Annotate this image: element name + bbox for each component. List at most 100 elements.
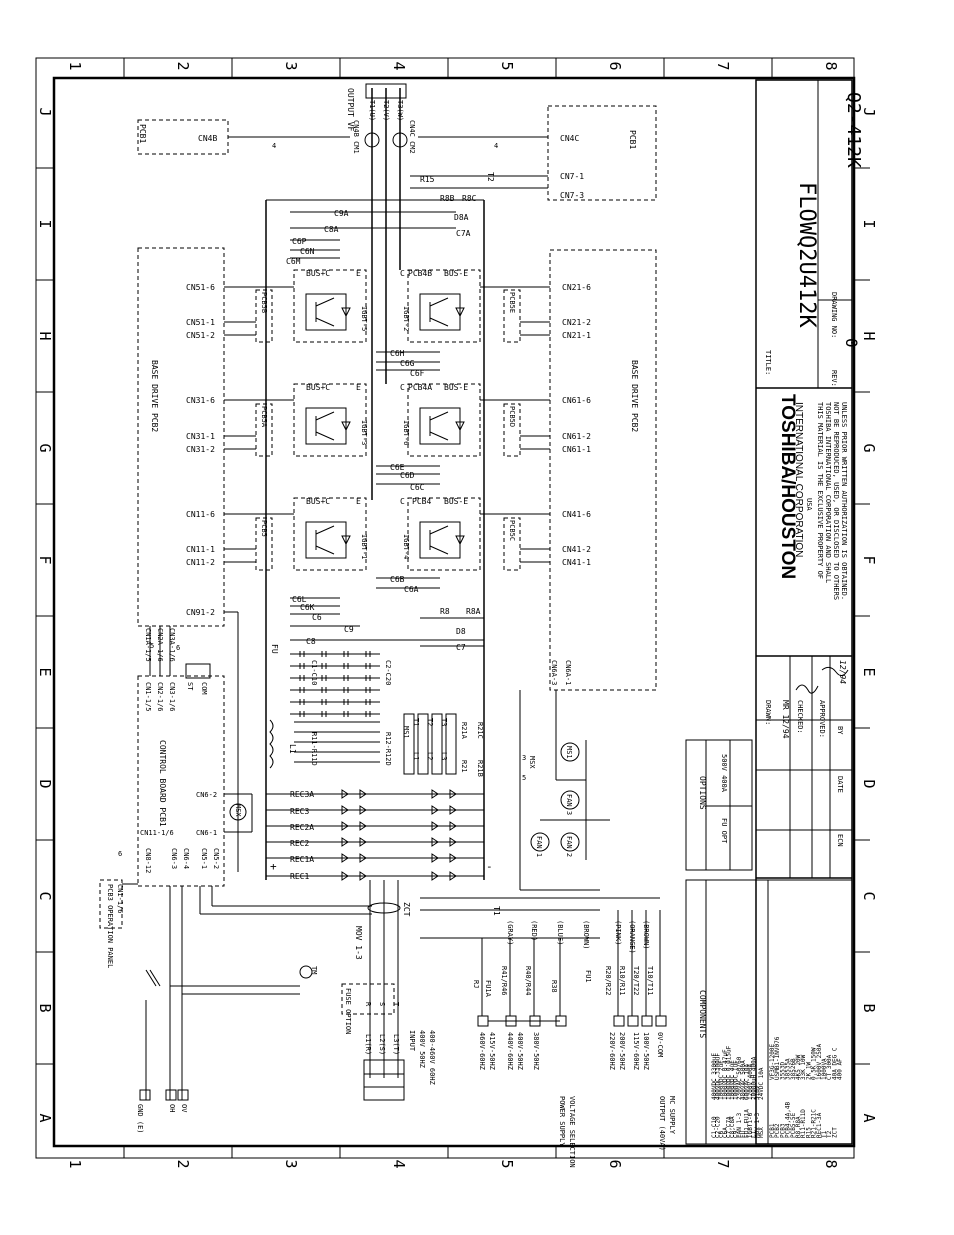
igbt2-label: IGBT-2	[402, 306, 410, 331]
component-ref: C1-C10	[711, 1116, 718, 1138]
c9-label: C9	[344, 625, 354, 634]
com-label: COM	[200, 682, 208, 695]
component-ref: T1	[821, 1130, 828, 1138]
company-name: TOSHIBA/HOUSTON	[777, 394, 798, 579]
igbt4-label: IGBT-4	[402, 534, 410, 559]
c8a-label: C8A	[324, 225, 339, 234]
cn1a: CN1A-1/5	[144, 628, 152, 662]
company-country: USA	[805, 498, 813, 511]
v200: 200V-50HZ	[618, 1032, 626, 1070]
drawing-no-value: Q2-412K	[843, 92, 864, 168]
wire-count-5b: 5	[522, 774, 526, 782]
col-4-bottom: 4	[390, 1159, 408, 1168]
cn6a-3: CN6A-3	[550, 660, 558, 685]
cn91-2: CN91-2	[186, 608, 215, 617]
component-value: 400VDC 3300uF	[715, 1053, 722, 1100]
v0: 0V-COM	[656, 1032, 664, 1057]
cn41-2: CN41-2	[562, 545, 591, 554]
fuse-opt-label: FUSE OPTION	[344, 988, 352, 1034]
rectifier-diode	[341, 821, 349, 831]
pcb4-label: PCB4	[412, 497, 431, 506]
msx-coil: MSX	[528, 756, 536, 769]
c6e-label: C6E	[390, 463, 405, 472]
red-label: (RED)	[530, 920, 538, 941]
fan2-label: FAN 2	[565, 836, 573, 857]
igbt-collector	[315, 525, 335, 535]
component-ref: REC1-3A	[816, 1112, 823, 1138]
t20t22-label: T20/T22	[632, 966, 640, 996]
bus-c-3: BUS+C	[306, 497, 330, 506]
t2v-label: T2(V)	[382, 100, 390, 121]
title-label: TITLE:	[764, 350, 772, 375]
component-ref: ZCT	[831, 1127, 838, 1138]
mov-label: MOV 1-3	[354, 926, 363, 960]
r8a-label: R8A	[466, 607, 481, 616]
row-D-right: D	[860, 779, 878, 788]
rev-value: 0	[842, 338, 861, 348]
cn21-2: CN21-2	[562, 318, 591, 327]
r15-label: R15	[420, 175, 435, 184]
component-value: 510V	[754, 1085, 761, 1100]
r8-label: R8	[440, 607, 450, 616]
wire-count-6b: 6	[118, 850, 122, 858]
row-C-right: C	[860, 891, 878, 900]
pink-label: (PINK)	[614, 920, 622, 945]
ms1-contact	[431, 713, 443, 775]
igbt6-label: IGBT-6	[402, 420, 410, 445]
out-line-1: OUTPUT (40VA)	[658, 1096, 666, 1151]
l1-small: L1	[412, 752, 420, 760]
grid-column-labels: 1 2 3 4 5 6 7 8 1 2 3 4 5 6 7 8	[66, 61, 840, 1168]
rec1-label: REC1	[290, 872, 309, 881]
col-1-top: 1	[66, 61, 84, 70]
pcb3-label: PCB3 OPERATION PANEL	[106, 884, 114, 968]
col-5-bottom: 5	[498, 1159, 516, 1168]
ms1-contact	[417, 713, 429, 775]
d8-label: D8	[456, 627, 466, 636]
pcb5a-label: PCB5A	[260, 406, 268, 428]
schematic-labels: OUTPUT VF T1(U) T2(V) T3(W) PCB1 CN4B CN…	[106, 88, 676, 1168]
rec2-label: REC2	[290, 839, 309, 848]
bus-c-1: BUS+C	[306, 269, 330, 278]
row-G-left: G	[36, 443, 54, 452]
pcb5c-label: PCB5C	[508, 520, 516, 541]
r-terminal: R	[364, 1002, 372, 1007]
notice-line-1: THIS MATERIAL IS THE EXCLUSIVE PROPERTY …	[816, 402, 824, 579]
grid-row-labels: J I H G F E D C B A J I H G F E D C B A	[36, 107, 878, 1122]
row-A-right: A	[860, 1113, 878, 1122]
checked-label: CHECKED:	[796, 700, 804, 734]
row-C-left: C	[36, 891, 54, 900]
r38-label: R38	[550, 980, 558, 993]
cn31-1: CN31-1	[186, 432, 215, 441]
t3-small: T3	[440, 718, 448, 726]
component-value: 1600V 250A	[816, 1043, 823, 1080]
pcb5e-label: PCB5E	[508, 292, 516, 313]
rectifier-diode	[449, 837, 457, 847]
component-value: 24VDC 10A	[758, 1067, 765, 1100]
component-ref: L1	[751, 1130, 758, 1138]
v415: 415V-50HZ	[488, 1032, 496, 1070]
t10t11-label: T10/T11	[646, 966, 654, 996]
igbt-emitter	[315, 317, 335, 327]
t-terminal: T	[392, 1002, 400, 1007]
c2c20-label: C2-C20	[384, 660, 392, 685]
rectifier-diode	[449, 853, 457, 863]
component-ref: FU1,FU1A	[743, 1109, 750, 1138]
approved-value: 12/94	[838, 660, 847, 684]
component-value: 480VAC 500A	[740, 1060, 747, 1100]
bus-c-2: BUS+C	[306, 383, 330, 392]
row-B-right: B	[860, 1003, 878, 1012]
control-board-label: CONTROL BOARD PCB1	[158, 740, 167, 827]
v100: 100V-50HZ	[642, 1032, 650, 1070]
row-E-left: E	[36, 667, 54, 676]
igbt-collector	[429, 411, 449, 421]
zct-label: ZCT	[402, 902, 411, 917]
component-ref: C6	[718, 1130, 725, 1138]
cn61-2: CN61-2	[562, 432, 591, 441]
cn4b-cm-label: CN4B CM1	[352, 120, 360, 154]
component-ref: PCB4,4A,4B	[785, 1101, 792, 1138]
components-header: COMPONENTS	[698, 990, 707, 1038]
igbt-collector	[429, 297, 449, 307]
row-F-right: F	[860, 555, 878, 564]
notice-line-4: UNLESS PRIOR WRITTEN AUTHORIZATION IS OB…	[840, 402, 848, 600]
e-2: E	[356, 383, 361, 392]
